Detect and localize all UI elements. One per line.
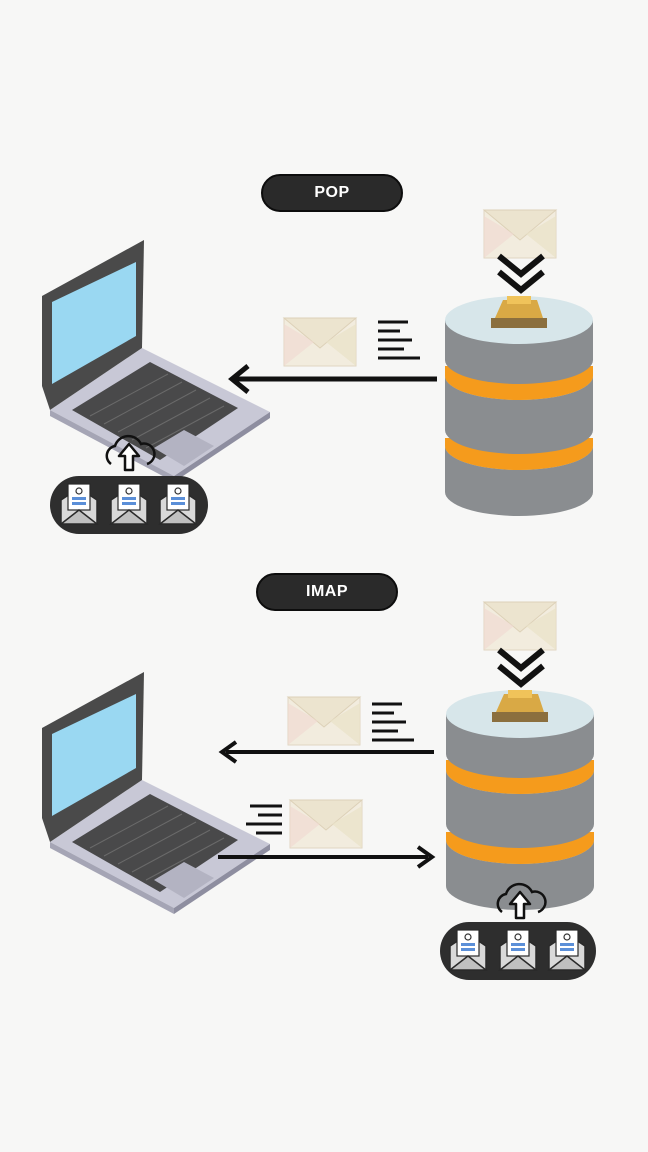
pop-database-server-icon — [445, 296, 593, 516]
imap-server-mailbox — [440, 922, 596, 980]
pop-laptop-icon — [41, 239, 271, 483]
imap-upload-envelope-icon — [289, 799, 363, 849]
imap-label: IMAP — [306, 583, 348, 600]
imap-section — [41, 601, 596, 980]
imap-upload-speed-lines-icon — [246, 804, 282, 835]
imap-incoming-envelope-icon — [483, 601, 557, 651]
imap-download-envelope-icon — [287, 696, 361, 746]
pop-client-mailbox — [50, 476, 208, 534]
pop-label: POP — [314, 184, 350, 201]
pop-arrow-left-icon — [228, 364, 437, 394]
imap-arrow-left-icon — [218, 740, 434, 764]
imap-download-speed-lines-icon — [370, 702, 416, 742]
pop-speed-lines-icon — [376, 320, 422, 360]
pop-transfer-envelope-icon — [283, 317, 357, 367]
imap-laptop-icon — [41, 671, 271, 915]
pop-section — [41, 209, 593, 534]
imap-label-pill: IMAP — [256, 573, 398, 611]
pop-label-pill: POP — [261, 174, 403, 212]
pop-double-chevron-down-icon — [499, 256, 543, 290]
imap-database-server-icon — [446, 690, 594, 910]
pop-incoming-envelope-icon — [483, 209, 557, 259]
imap-double-chevron-down-icon — [499, 650, 543, 684]
imap-arrow-right-icon — [218, 845, 436, 869]
